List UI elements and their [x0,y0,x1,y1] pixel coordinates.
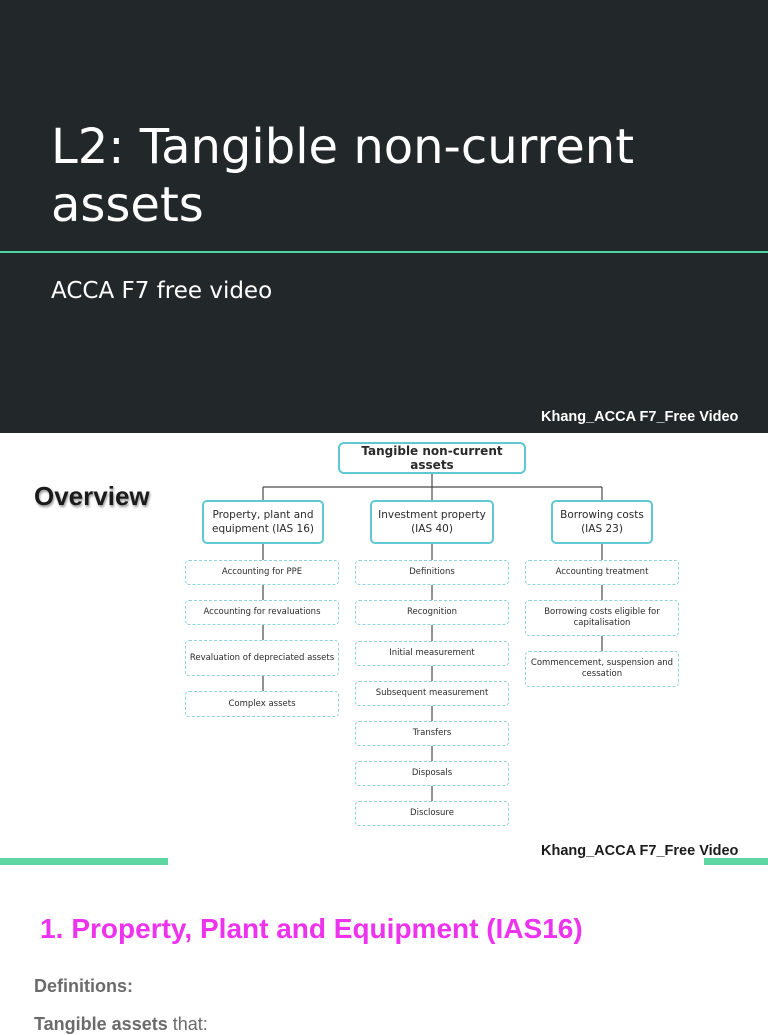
slide-subtitle: ACCA F7 free video [51,278,273,304]
content-slide: 1.Property, Plant and Equipment (IAS16) … [0,865,768,1034]
section-title: Property, Plant and Equipment (IAS16) [71,913,583,944]
diagram-item: Definitions [355,560,509,585]
diagram-item: Revaluation of depreciated assets [185,640,339,676]
slide-title: L2: Tangible non-current assets [51,119,635,233]
slide-footer: Khang_ACCA F7_Free Video [541,843,739,859]
definition-text: that: [167,1014,208,1034]
diagram-item: Accounting for revaluations [185,600,339,625]
diagram-column-borrowing-costs: Borrowing costs (IAS 23) [551,500,653,544]
definitions-label: Definitions: [34,976,133,996]
diagram-item: Borrowing costs eligible for capitalisat… [525,600,679,636]
diagram-root: Tangible non-current assets [338,442,526,474]
diagram-item: Complex assets [185,691,339,717]
diagram-item: Disclosure [355,801,509,826]
section-number: 1. [40,913,64,944]
diagram-column-ppe: Property, plant and equipment (IAS 16) [202,500,324,544]
diagram-item: Recognition [355,600,509,625]
diagram-column-investment-property: Investment property (IAS 40) [370,500,494,544]
overview-diagram: Tangible non-current assets Property, pl… [168,433,704,865]
definition-line: Tangible assets that: [34,1014,208,1035]
diagram-item: Initial measurement [355,641,509,666]
section-heading: 1.Property, Plant and Equipment (IAS16) [40,913,583,945]
overview-heading: Overview [34,481,150,511]
title-slide: L2: Tangible non-current assets ACCA F7 … [0,0,768,433]
diagram-item: Transfers [355,721,509,746]
diagram-item: Commencement, suspension and cessation [525,651,679,687]
diagram-item: Accounting treatment [525,560,679,585]
definition-term: Tangible assets [34,1014,168,1034]
overview-slide: Overview Tangible non-current assets Pro… [0,433,768,865]
slide-footer: Khang_ACCA F7_Free Video [541,409,739,425]
diagram-item: Disposals [355,761,509,786]
accent-bar-right [704,858,768,865]
diagram-item: Accounting for PPE [185,560,339,585]
diagram-item: Subsequent measurement [355,681,509,706]
accent-bar-left [0,858,168,865]
title-divider [0,251,768,253]
